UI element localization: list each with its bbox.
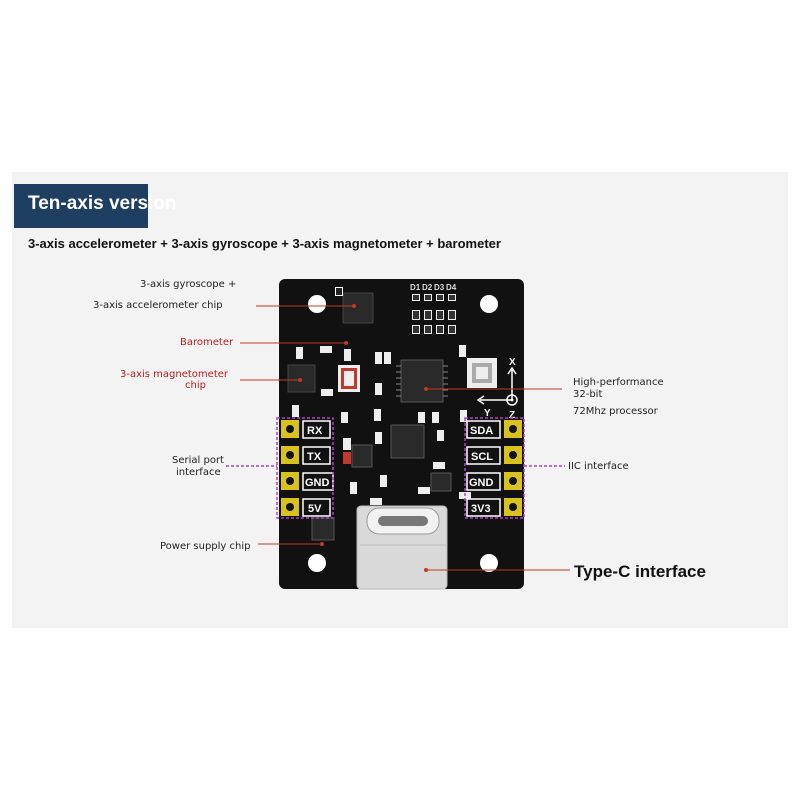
processor-label-line1: High-performance <box>573 377 664 388</box>
small-chip <box>430 472 452 492</box>
pin-label-5v: 5V <box>308 503 322 515</box>
iic-dashed-box <box>464 417 525 519</box>
pin-label-gnd2: GND <box>469 477 494 489</box>
led-label: D1 <box>410 283 421 292</box>
pin-label-gnd: GND <box>305 477 330 489</box>
led-label: D2 <box>422 283 433 292</box>
mounting-hole <box>308 554 326 572</box>
axis-x-label: X <box>509 357 516 368</box>
magnetometer-label-line2: chip <box>185 380 206 391</box>
led-label: D3 <box>434 283 445 292</box>
magnetometer-label-line1: 3-axis magnetometer <box>120 369 229 380</box>
secondary-chip <box>390 424 425 459</box>
power-regulator <box>351 444 373 468</box>
gyro-label-line1: 3-axis gyroscope + <box>140 279 237 290</box>
sensor-headline: 3-axis accelerometer + 3-axis gyroscope … <box>28 236 501 251</box>
mounting-hole <box>480 554 498 572</box>
power-supply-chip <box>311 517 335 541</box>
right-pins <box>504 420 522 516</box>
axis-y-label: Y <box>484 408 491 419</box>
pin-label-sda: SDA <box>470 425 493 437</box>
magnetometer-chip <box>287 364 316 393</box>
version-badge <box>14 184 148 228</box>
led-label: D4 <box>446 283 457 292</box>
pin-label-3v3: 3V3 <box>471 503 491 515</box>
iic-label: IIC interface <box>568 461 629 472</box>
axis-indicator <box>476 366 518 406</box>
processor-label-line2: 32-bit <box>573 389 603 400</box>
mounting-hole <box>308 295 326 313</box>
serial-label-line1: Serial port <box>172 455 224 466</box>
mounting-hole <box>480 295 498 313</box>
pin-label-rx: RX <box>307 425 323 437</box>
processor-chip <box>400 359 444 403</box>
serial-label-line2: interface <box>176 467 221 478</box>
gyro-label-line2: 3-axis accelerometer chip <box>93 300 223 311</box>
pin-label-tx: TX <box>307 451 322 463</box>
serial-dashed-box <box>276 417 334 519</box>
power-label: Power supply chip <box>160 541 251 552</box>
led-array <box>412 294 456 334</box>
left-pins <box>281 420 299 516</box>
version-title: Ten-axis version <box>28 193 177 214</box>
imu-chip <box>342 292 374 324</box>
typec-label: Type-C interface <box>574 562 706 581</box>
axis-z-label: Z <box>509 410 515 421</box>
processor-label-line3: 72Mhz processor <box>573 406 658 417</box>
pin-label-scl: SCL <box>471 451 493 463</box>
barometer-label: Barometer <box>180 337 234 348</box>
